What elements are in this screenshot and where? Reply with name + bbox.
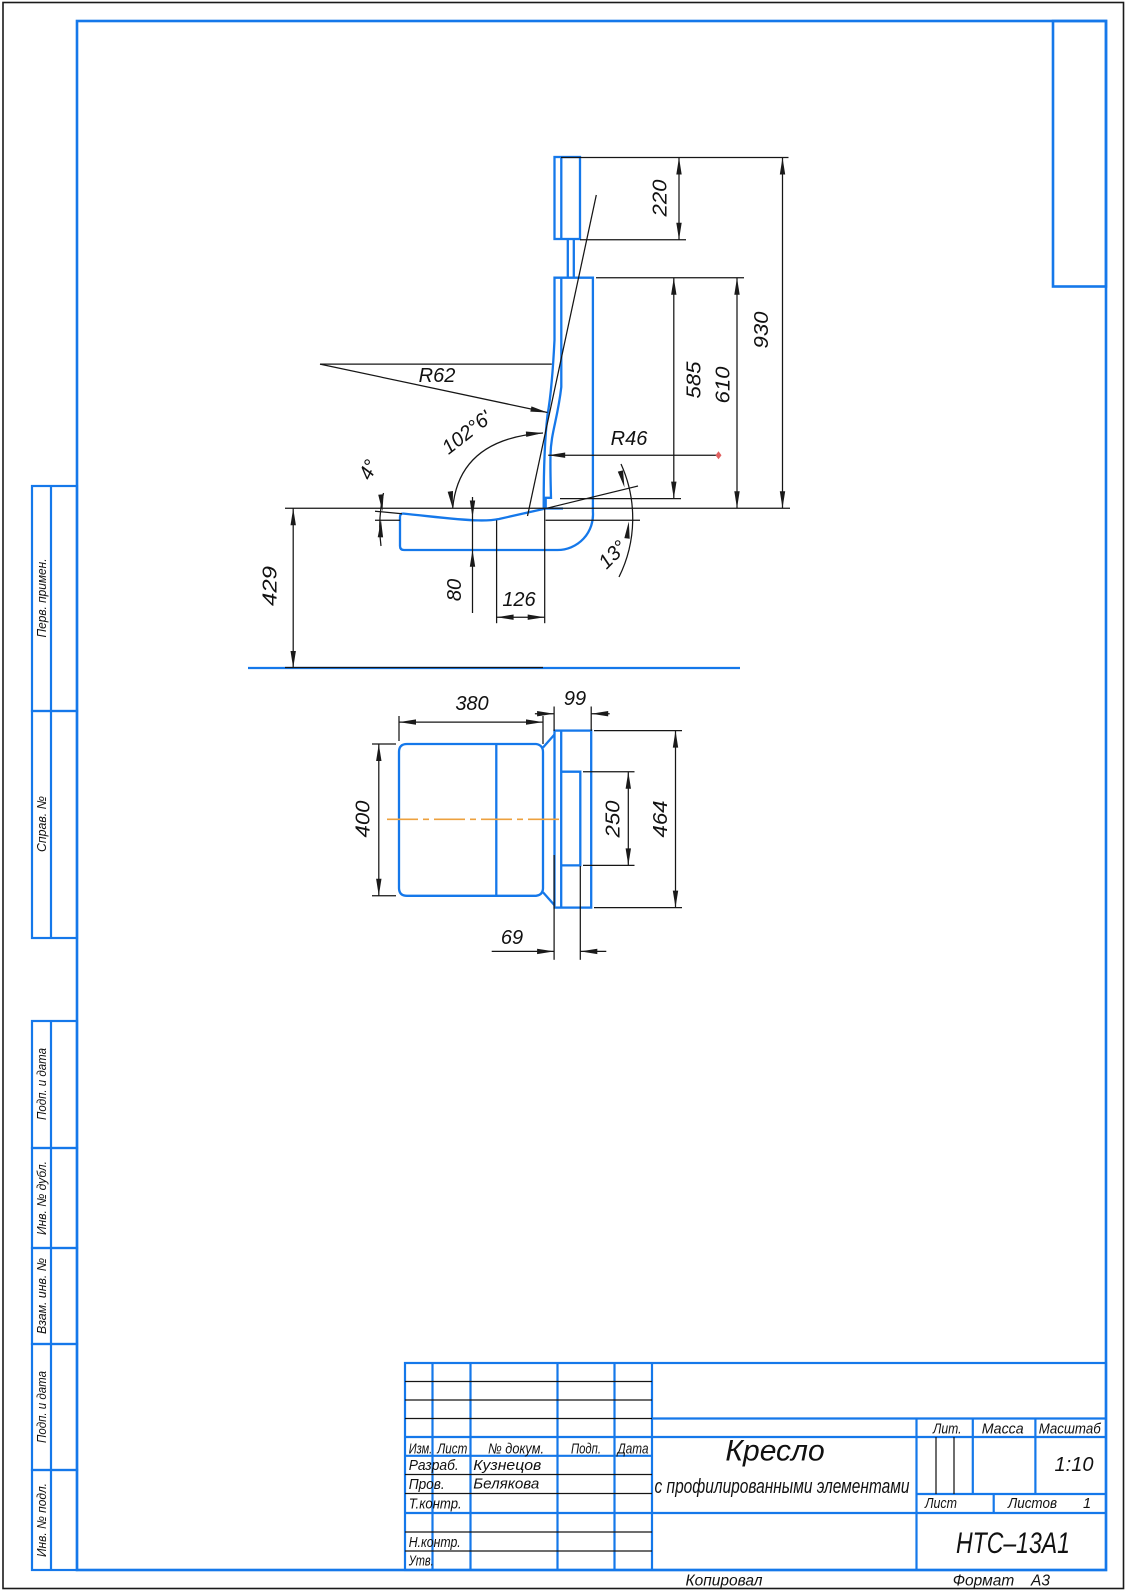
svg-text:1:10: 1:10: [1055, 1454, 1094, 1476]
svg-text:Лит.: Лит.: [932, 1422, 961, 1438]
svg-text:R46: R46: [611, 428, 649, 450]
svg-text:с профилированными элементами: с профилированными элементами: [655, 1475, 910, 1498]
svg-text:Утв.: Утв.: [408, 1554, 434, 1570]
svg-text:Лист: Лист: [924, 1496, 957, 1512]
svg-text:Подп. и дата: Подп. и дата: [34, 1371, 49, 1443]
svg-text:R62: R62: [419, 365, 456, 387]
svg-text:1: 1: [1083, 1496, 1091, 1512]
svg-text:102°6': 102°6': [438, 406, 497, 459]
svg-text:250: 250: [603, 801, 625, 839]
svg-text:Кресло: Кресло: [725, 1435, 824, 1468]
svg-text:Изм.: Изм.: [409, 1442, 433, 1458]
svg-text:400: 400: [353, 801, 375, 838]
svg-text:А3: А3: [1030, 1573, 1050, 1590]
svg-text:220: 220: [650, 180, 672, 218]
svg-text:585: 585: [684, 361, 706, 399]
svg-text:Белякова: Белякова: [473, 1477, 539, 1493]
svg-text:99: 99: [564, 688, 586, 710]
svg-text:Формат: Формат: [953, 1573, 1015, 1590]
svg-text:Масса: Масса: [982, 1422, 1024, 1438]
svg-text:№ докум.: № докум.: [488, 1442, 544, 1458]
svg-text:Копировал: Копировал: [685, 1573, 762, 1590]
svg-text:Разраб.: Разраб.: [409, 1458, 459, 1474]
svg-text:Подп.: Подп.: [571, 1442, 601, 1458]
svg-text:Взам. инв. №: Взам. инв. №: [34, 1258, 49, 1334]
svg-text:Масштаб: Масштаб: [1039, 1422, 1102, 1438]
svg-text:380: 380: [455, 693, 488, 715]
svg-text:69: 69: [501, 927, 523, 949]
svg-text:126: 126: [502, 589, 536, 611]
svg-text:Кузнецов: Кузнецов: [473, 1458, 541, 1474]
svg-text:610: 610: [713, 367, 735, 404]
svg-text:Подп. и дата: Подп. и дата: [34, 1048, 49, 1120]
svg-text:Лист: Лист: [436, 1442, 467, 1458]
svg-text:НТС–13А1: НТС–13А1: [956, 1527, 1070, 1560]
svg-text:4°: 4°: [355, 457, 383, 484]
svg-text:Инв. № подл.: Инв. № подл.: [34, 1483, 49, 1557]
svg-text:Дата: Дата: [616, 1442, 649, 1458]
svg-text:464: 464: [650, 801, 672, 838]
svg-text:80: 80: [444, 579, 466, 601]
svg-text:Листов: Листов: [1007, 1496, 1057, 1512]
svg-text:Перв. примен.: Перв. примен.: [34, 559, 49, 638]
svg-text:Пров.: Пров.: [409, 1477, 445, 1493]
svg-text:429: 429: [260, 566, 282, 606]
svg-text:Инв. № дубл.: Инв. № дубл.: [34, 1161, 49, 1235]
svg-text:930: 930: [751, 312, 773, 349]
svg-text:13°: 13°: [595, 537, 632, 574]
svg-text:Т.контр.: Т.контр.: [409, 1497, 462, 1513]
svg-text:Справ. №: Справ. №: [34, 796, 49, 852]
svg-text:Н.контр.: Н.контр.: [409, 1535, 461, 1551]
